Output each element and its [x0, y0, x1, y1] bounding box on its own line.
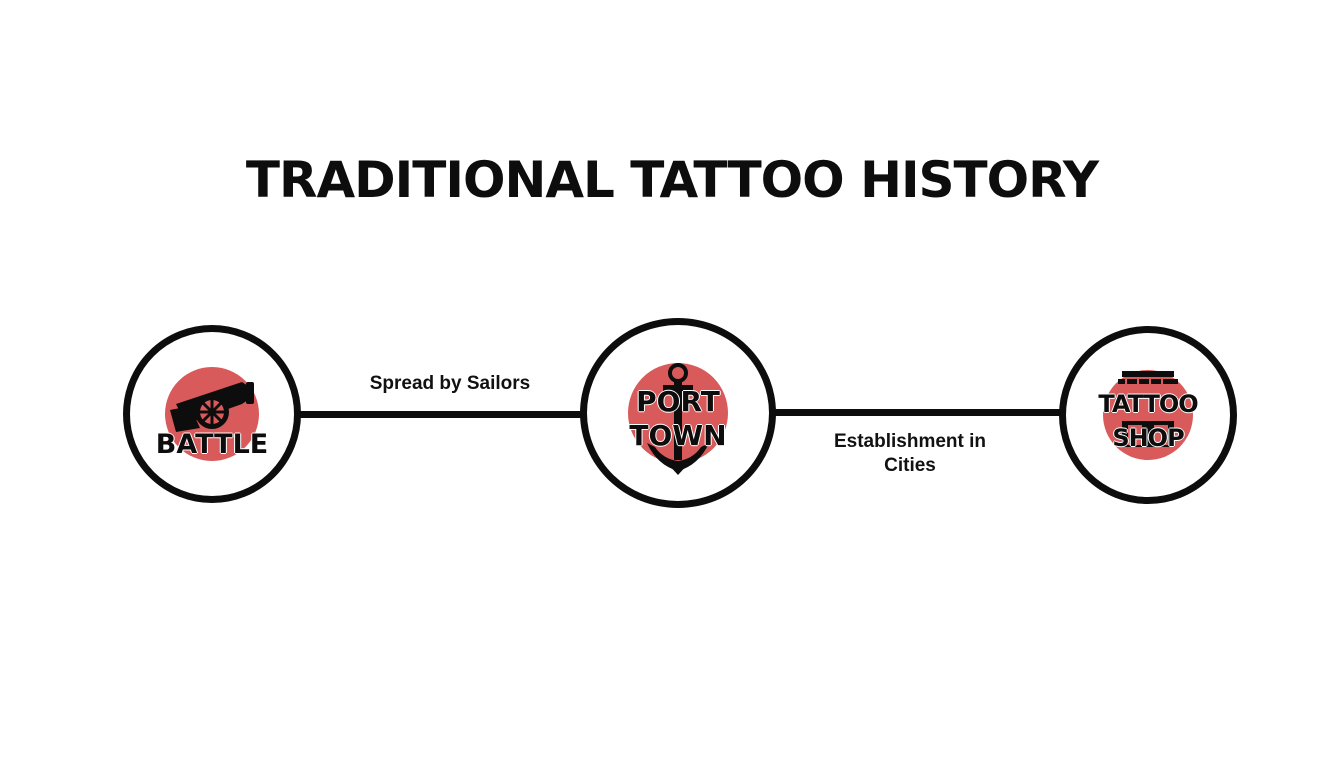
diagram-title: TRADITIONAL TATTOO HISTORY	[245, 151, 1099, 209]
connector-port-to-shop	[770, 409, 1064, 416]
shop-building-icon	[1103, 370, 1193, 460]
node-port-town: PORT TOWN	[580, 318, 776, 508]
anchor-icon	[628, 363, 728, 475]
cannon-icon	[165, 367, 259, 461]
connector-label-establishment-in-cities: Establishment in Cities	[833, 431, 987, 476]
connector-battle-to-port	[296, 411, 586, 418]
node-label-battle: BATTLE	[155, 429, 269, 460]
node-label-tattoo-shop: TATTOO SHOP	[1098, 390, 1198, 452]
node-tattoo-shop: TATTOO SHOP	[1059, 326, 1237, 504]
node-label-port-town: PORT TOWN	[629, 385, 727, 452]
node-battle: BATTLE	[123, 325, 301, 503]
connector-label-spread-by-sailors: Spread by Sailors	[369, 373, 531, 394]
